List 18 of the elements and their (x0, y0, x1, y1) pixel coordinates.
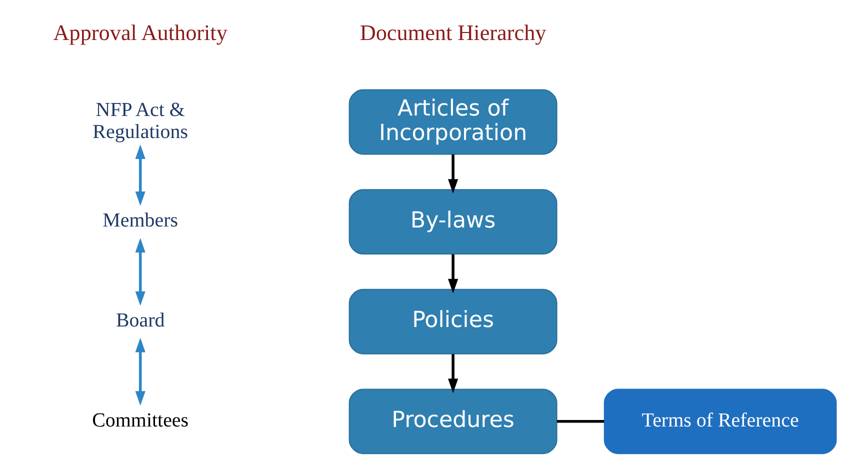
node-text: Board (116, 309, 165, 332)
node-box: Policies (348, 288, 558, 354)
node-text: NFP Act & Regulations (92, 98, 188, 143)
node-text: Members (102, 210, 178, 232)
connector (556, 420, 604, 423)
label: Approval Authority (53, 20, 228, 45)
node-text: Committees (92, 409, 189, 432)
arrow (135, 338, 146, 406)
arrow (135, 238, 146, 306)
label: Document Hierarchy (360, 20, 546, 45)
arrow (135, 144, 146, 206)
node-box: Terms of Reference (604, 388, 837, 454)
node-box: By-laws (348, 189, 558, 255)
arrow (448, 254, 458, 294)
arrow (448, 154, 458, 194)
node-box: Procedures (348, 388, 558, 454)
arrow (448, 354, 458, 394)
node-box: Articles of Incorporation (348, 89, 558, 155)
